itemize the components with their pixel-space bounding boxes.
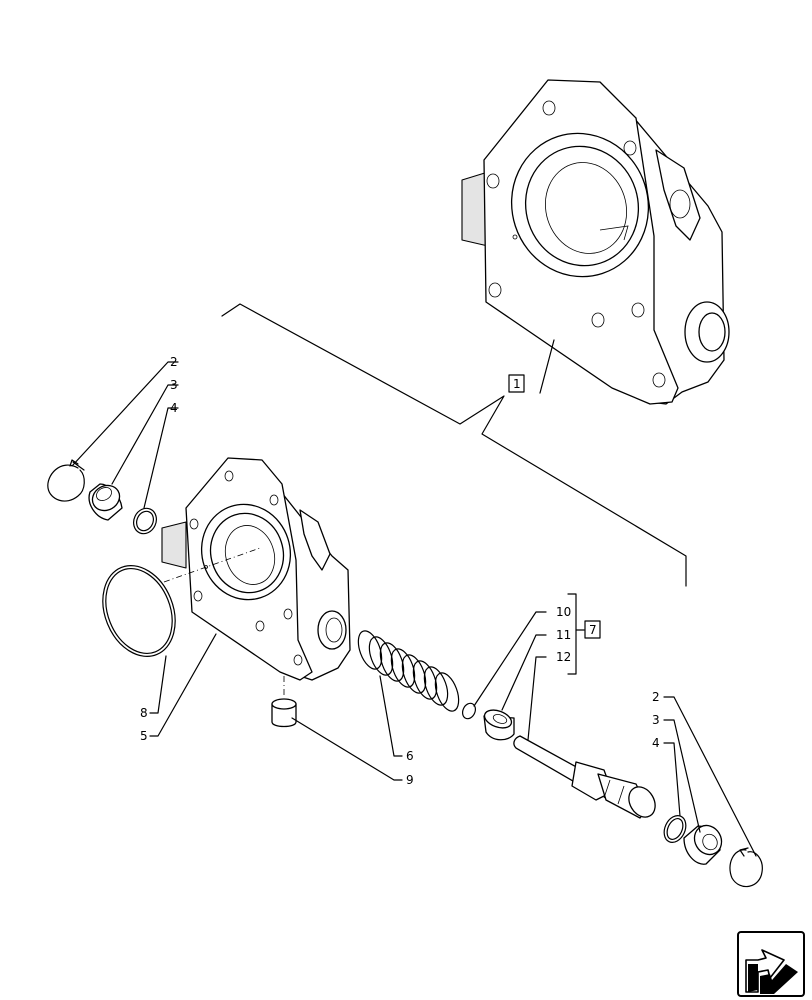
o-ring-left xyxy=(133,507,157,535)
spring xyxy=(357,630,460,712)
valve-housing xyxy=(161,457,351,681)
callout-2-right: 2 xyxy=(652,690,660,704)
callout-3-left: 3 xyxy=(170,378,178,392)
pin xyxy=(271,698,297,728)
callout-9: 9 xyxy=(406,773,414,787)
callout-7: 7 xyxy=(589,623,597,637)
ring xyxy=(461,702,477,720)
plug-right xyxy=(683,824,723,865)
callout-11: 11 xyxy=(556,628,571,642)
valve-housing-assembly xyxy=(461,79,730,405)
callout-6: 6 xyxy=(406,749,414,763)
callout-4-right: 4 xyxy=(652,736,660,750)
plug-left xyxy=(88,483,123,521)
callout-3-right: 3 xyxy=(652,713,660,727)
snap-ring-right xyxy=(729,847,763,888)
bracket-1 xyxy=(221,303,687,587)
center-line xyxy=(163,547,261,583)
callout-box-7 xyxy=(584,620,601,639)
spool xyxy=(513,735,656,819)
large-o-ring xyxy=(102,564,176,658)
callout-12: 12 xyxy=(556,650,571,664)
washer xyxy=(483,709,515,741)
callout-4-left: 4 xyxy=(170,401,178,415)
snap-ring-left xyxy=(47,459,85,502)
leader-1 xyxy=(539,339,555,394)
callout-box-1 xyxy=(508,374,525,393)
callout-1: 1 xyxy=(513,377,521,391)
callout-2-left: 2 xyxy=(170,355,178,369)
callout-8: 8 xyxy=(140,706,148,720)
next-page-arrow-icon[interactable] xyxy=(737,931,805,997)
callout-5: 5 xyxy=(140,729,148,743)
o-ring-right xyxy=(663,815,687,843)
callout-10: 10 xyxy=(556,605,571,619)
leader-lines xyxy=(71,361,757,857)
